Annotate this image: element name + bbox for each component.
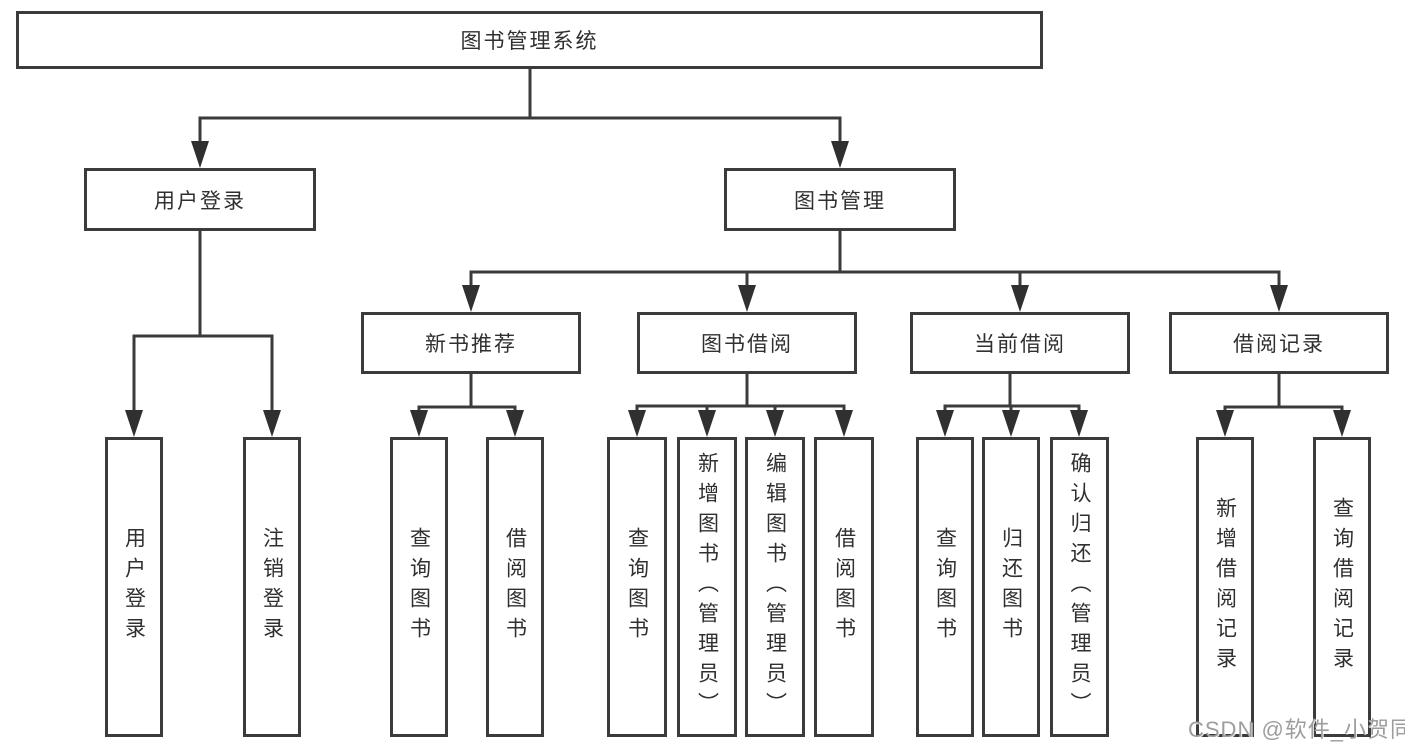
connector-level3-rail [469,270,1281,290]
node-label: 用户登录 [154,189,246,213]
node-new-book-recommend: 新书推荐 [361,312,581,374]
leaf-query-books-borrow: 查询图书 [607,437,667,737]
node-label: 用户登录 [122,527,146,647]
node-book-borrow: 图书借阅 [637,312,857,374]
node-label: 借阅图书 [832,527,856,647]
node-label: 图书借阅 [701,333,793,356]
connector-current-rail [943,404,1081,414]
node-label: 确认归还（管理员） [1068,452,1091,722]
arrowhead-icon [125,410,143,437]
node-label: 借阅图书 [503,527,527,647]
arrowhead-icon [738,285,756,312]
arrowhead-icon [462,285,480,312]
arrowhead-icon [831,141,849,168]
node-label: 图书管理系统 [460,30,599,53]
leaf-add-borrow-record: 新增借阅记录 [1196,437,1254,737]
leaf-query-borrow-record: 查询借阅记录 [1313,437,1371,737]
node-book-management-branch: 图书管理 [724,168,956,231]
arrowhead-icon [835,410,853,437]
leaf-query-books-current: 查询图书 [916,437,974,737]
connector-borrow-rail [635,404,846,414]
leaf-user-login: 用户登录 [105,437,163,737]
node-label: 新书推荐 [425,333,517,356]
leaf-add-books-admin: 新增图书（管理员） [677,437,737,737]
arrowhead-icon [766,410,784,437]
node-label: 注销登录 [260,527,284,647]
node-borrow-records: 借阅记录 [1169,312,1389,374]
leaf-logout: 注销登录 [243,437,301,737]
arrowhead-icon [936,410,954,437]
arrowhead-icon [506,410,524,437]
leaf-query-books-recommend: 查询图书 [390,437,448,737]
node-label: 新增借阅记录 [1213,497,1237,677]
node-label: 查询图书 [407,527,431,647]
arrowhead-icon [628,410,646,437]
leaf-edit-books-admin: 编辑图书（管理员） [745,437,805,737]
node-label: 查询图书 [933,527,957,647]
arrowhead-icon [263,410,281,437]
node-current-borrow: 当前借阅 [910,312,1130,374]
leaf-confirm-return-admin: 确认归还（管理员） [1050,437,1109,737]
arrowhead-icon [191,141,209,168]
connector-level2-rail [198,116,842,144]
node-label: 查询借阅记录 [1330,497,1354,677]
arrowhead-icon [1011,285,1029,312]
node-root-system: 图书管理系统 [16,11,1043,69]
arrowhead-icon [1070,410,1088,437]
node-label: 编辑图书（管理员） [763,452,787,722]
arrowhead-icon [698,410,716,437]
node-label: 当前借阅 [974,333,1066,356]
arrowhead-icon [1216,410,1234,437]
leaf-borrow-books: 借阅图书 [814,437,874,737]
node-label: 查询图书 [625,527,649,647]
connector-records-rail [1223,405,1344,414]
arrowhead-icon [1002,410,1020,437]
connector-recommend-rail [417,405,517,414]
arrowhead-icon [1270,285,1288,312]
connector-user-login-rail [132,334,274,413]
node-label: 图书管理 [794,189,886,213]
node-label: 归还图书 [999,527,1023,647]
node-label: 借阅记录 [1233,333,1325,356]
node-user-login-branch: 用户登录 [84,168,316,231]
arrowhead-icon [1333,410,1351,437]
arrowhead-icon [410,410,428,437]
leaf-borrow-books-recommend: 借阅图书 [486,437,544,737]
node-label: 新增图书（管理员） [695,452,719,722]
leaf-return-books: 归还图书 [982,437,1040,737]
csdn-watermark: CSDN @软件_小贺同学 [1188,717,1405,742]
